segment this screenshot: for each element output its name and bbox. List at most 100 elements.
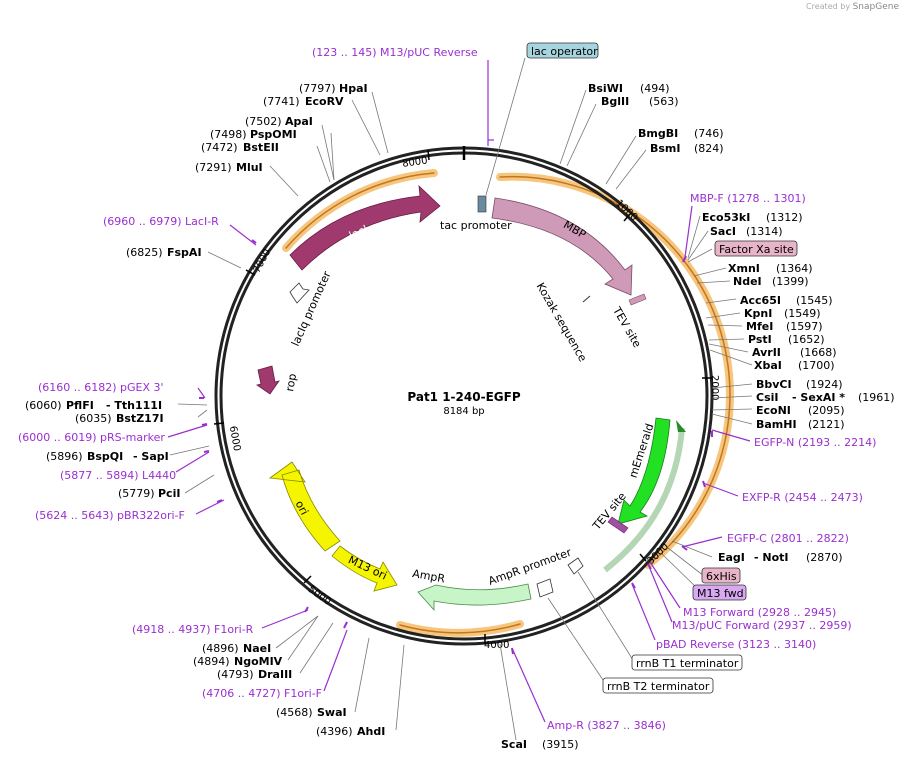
m13puc-reverse-label: (123 .. 145) M13/pUC Reverse bbox=[312, 46, 478, 59]
tev-site-2-glyph bbox=[607, 516, 629, 534]
pflfi-label: PflFI bbox=[66, 399, 94, 412]
bstz17i-label: BstZ17I bbox=[116, 412, 164, 425]
6xhis-box bbox=[701, 567, 741, 584]
rop-label: rop bbox=[283, 372, 299, 392]
naei-pos: (4896) bbox=[202, 642, 239, 655]
bglii-pos: (563) bbox=[649, 95, 679, 108]
saci-label: SacI bbox=[710, 225, 736, 238]
ngomiv-pos: (4894) bbox=[193, 655, 230, 668]
kpni-pos: (1549) bbox=[784, 307, 821, 320]
lac-operator-label: lac operator bbox=[531, 45, 598, 58]
memerald-arrow bbox=[617, 417, 671, 525]
swai-label: SwaI bbox=[317, 706, 347, 719]
mfei-pos: (1597) bbox=[786, 320, 823, 333]
bamhi-pos: (2121) bbox=[808, 418, 845, 431]
noti-label: - NotI bbox=[754, 551, 789, 564]
saci-pos: (1314) bbox=[746, 225, 783, 238]
mbp-arrow bbox=[491, 197, 633, 296]
scai-label: ScaI bbox=[501, 738, 527, 751]
csii-label: CsiI bbox=[756, 391, 778, 404]
m13-ori-arrow bbox=[331, 545, 398, 592]
laci-arrow bbox=[289, 184, 441, 271]
scai-pos: (3915) bbox=[542, 738, 579, 751]
ecorv-pos: (7741) bbox=[263, 95, 300, 108]
watermark-prefix: Created by bbox=[806, 2, 851, 11]
bbvci-pos: (1924) bbox=[806, 378, 843, 391]
boxed-labels: lac operator Factor Xa site 6xHis M13 fw… bbox=[526, 42, 798, 694]
rrnb-t1-box bbox=[631, 654, 743, 671]
mbp-f-label: MBP-F (1278 .. 1301) bbox=[690, 192, 806, 205]
eco53ki-label: Eco53kI bbox=[702, 211, 750, 224]
ori-arrow bbox=[268, 461, 341, 552]
snapgene-logo: SnapGene bbox=[852, 2, 899, 12]
bspqi-pos: (5896) bbox=[46, 450, 83, 463]
econi-label: EcoNI bbox=[756, 404, 791, 417]
acc65i-pos: (1545) bbox=[796, 294, 833, 307]
sexai-pos: (1961) bbox=[858, 391, 895, 404]
bsmi-label: BsmI bbox=[650, 142, 681, 155]
6xhis-label: 6xHis bbox=[706, 570, 737, 583]
ndei-label: NdeI bbox=[733, 275, 762, 288]
kozak-label: Kozak sequence bbox=[534, 281, 590, 365]
ndei-pos: (1399) bbox=[772, 275, 809, 288]
egfp-c-label: EGFP-C (2801 .. 2822) bbox=[727, 532, 849, 545]
naei-label: NaeI bbox=[243, 642, 271, 655]
xbai-pos: (1700) bbox=[798, 359, 835, 372]
hpai-pos: (7797) bbox=[299, 82, 336, 95]
bmgbi-pos: (746) bbox=[694, 127, 724, 140]
pbr322ori-f-label: (5624 .. 5643) pBR322ori-F bbox=[35, 509, 185, 522]
rrnb-t1-label: rrnB T1 terminator bbox=[636, 657, 739, 670]
avrii-label: AvrII bbox=[752, 346, 781, 359]
rop-arrow bbox=[256, 365, 280, 395]
f1ori-r-label: (4918 .. 4937) F1ori-R bbox=[132, 623, 254, 636]
orf-arcs bbox=[282, 169, 734, 637]
bsiwi-pos: (494) bbox=[640, 82, 670, 95]
tth111i-label: - Tth111I bbox=[106, 399, 162, 412]
xmni-label: XmnI bbox=[728, 262, 760, 275]
bamhi-label: BamHI bbox=[756, 418, 797, 431]
ngomiv-label: NgoMIV bbox=[234, 655, 283, 668]
rrnb-t2-box bbox=[602, 677, 714, 694]
bspqi-label: BspQI bbox=[87, 450, 123, 463]
bsteii-label: BstEII bbox=[243, 141, 279, 154]
bsiwi-label: BsiWI bbox=[588, 82, 623, 95]
kpni-label: KpnI bbox=[744, 307, 772, 320]
plasmid-length: 8184 bp bbox=[443, 406, 484, 417]
draiii-label: DraIII bbox=[258, 668, 292, 681]
kozak-mark bbox=[582, 295, 591, 303]
egfp-outline-head bbox=[676, 420, 686, 432]
pcii-label: PciI bbox=[158, 487, 180, 500]
primer-marks bbox=[199, 239, 713, 655]
f1ori-f-label: (4706 .. 4727) F1ori-F bbox=[202, 687, 322, 700]
acc65i-label: Acc65I bbox=[740, 294, 781, 307]
draiii-pos: (4793) bbox=[217, 668, 254, 681]
bsteii-pos: (7472) bbox=[201, 141, 238, 154]
bbvci-label: BbvCI bbox=[756, 378, 792, 391]
m13-fwd-label: M13 fwd bbox=[697, 587, 744, 600]
exfp-r-label: EXFP-R (2454 .. 2473) bbox=[742, 491, 863, 504]
tev-site-1-label: TEV site bbox=[610, 304, 644, 350]
tev-site-1-glyph bbox=[628, 293, 647, 306]
sapi-label: - SapI bbox=[133, 450, 169, 463]
laci-r-label: (6960 .. 6979) LacI-R bbox=[103, 215, 219, 228]
pcii-pos: (5779) bbox=[118, 487, 155, 500]
tick-5000: 5000 bbox=[306, 584, 333, 608]
orf-arc-mbp-line bbox=[499, 175, 731, 566]
pflfi-pos: (6060) bbox=[25, 399, 62, 412]
pgex-label: (6160 .. 6182) pGEX 3' bbox=[38, 381, 164, 394]
eco53ki-pos: (1312) bbox=[766, 211, 803, 224]
ahdi-pos: (4396) bbox=[316, 725, 353, 738]
ampr-arrow bbox=[417, 583, 532, 612]
ampr-label: AmpR bbox=[411, 567, 446, 586]
bmgbi-label: BmgBI bbox=[638, 127, 678, 140]
m13-fwd-box bbox=[692, 584, 747, 601]
tick-6000: 6000 bbox=[227, 425, 242, 452]
mlui-pos: (7291) bbox=[195, 161, 232, 174]
xbai-label: XbaI bbox=[754, 359, 782, 372]
factor-xa-box bbox=[714, 240, 798, 257]
ahdi-label: AhdI bbox=[357, 725, 385, 738]
orf-arc-ampr-line bbox=[399, 623, 521, 634]
prs-marker-label: (6000 .. 6019) pRS-marker bbox=[18, 431, 165, 444]
pbad-reverse-label: pBAD Reverse (3123 .. 3140) bbox=[656, 638, 816, 651]
